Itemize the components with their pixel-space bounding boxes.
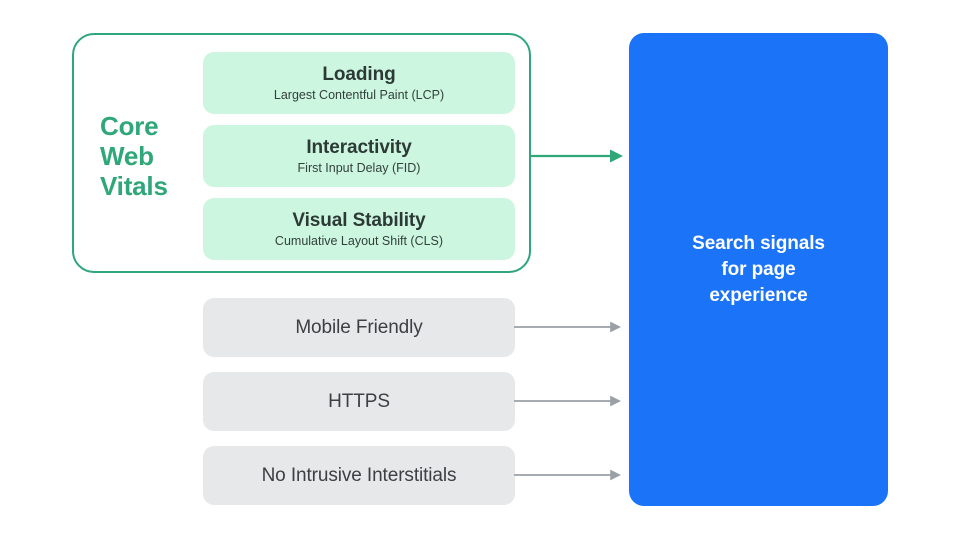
signal-card-https: HTTPS — [203, 372, 515, 431]
metric-title-loading: Loading — [322, 64, 396, 85]
metric-subtitle-interactivity: First Input Delay (FID) — [297, 161, 421, 175]
signal-card-mobile-friendly: Mobile Friendly — [203, 298, 515, 357]
core-web-vitals-group-label: Core Web Vitals — [100, 111, 195, 201]
core-web-vitals-label-line-1: Core — [100, 111, 159, 141]
core-web-vitals-group — [72, 33, 531, 273]
metric-card-interactivity: Interactivity First Input Delay (FID) — [203, 125, 515, 187]
metric-card-visual-stability: Visual Stability Cumulative Layout Shift… — [203, 198, 515, 260]
metric-title-visual-stability: Visual Stability — [292, 210, 426, 231]
metric-subtitle-visual-stability: Cumulative Layout Shift (CLS) — [274, 234, 444, 248]
metric-card-loading: Loading Largest Contentful Paint (LCP) — [203, 52, 515, 114]
core-web-vitals-label-line-3: Vitals — [100, 171, 168, 201]
metric-title-interactivity: Interactivity — [306, 137, 412, 158]
outcome-panel-text: Search signals for page experience — [692, 232, 825, 306]
metric-subtitle-loading: Largest Contentful Paint (LCP) — [273, 88, 445, 102]
signal-label-https: HTTPS — [328, 390, 390, 412]
signal-label-no-intrusive-interstitials: No Intrusive Interstitials — [261, 464, 457, 486]
outcome-panel-search-signals: Search signals for page experience — [629, 33, 888, 506]
core-web-vitals-label-line-2: Web — [100, 141, 154, 171]
signal-label-mobile-friendly: Mobile Friendly — [295, 316, 423, 338]
signal-card-no-intrusive-interstitials: No Intrusive Interstitials — [203, 446, 515, 505]
